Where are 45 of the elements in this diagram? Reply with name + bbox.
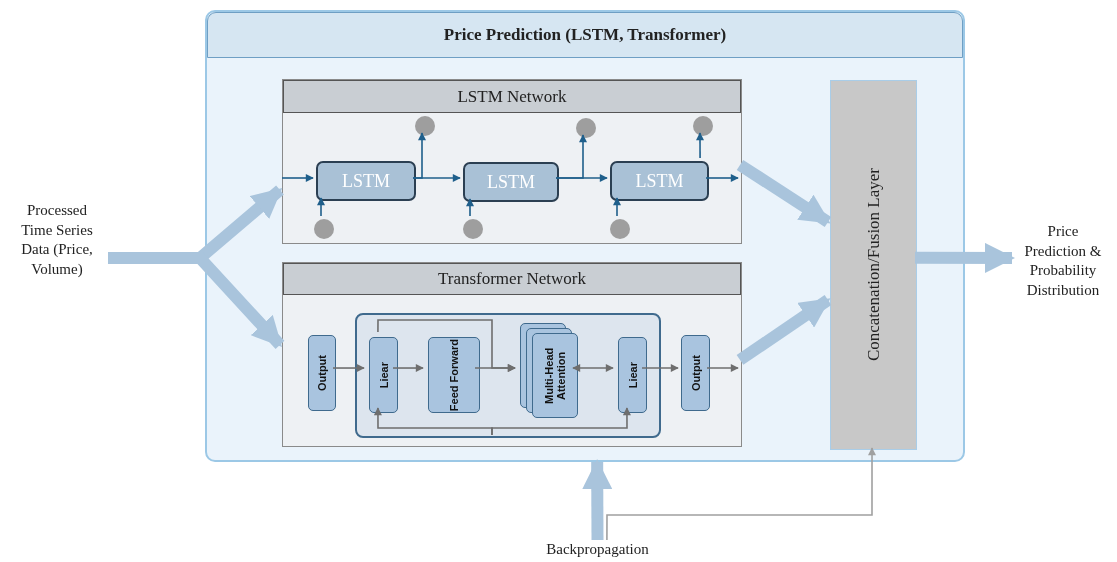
arrow: [412, 132, 426, 179]
panel-header: LSTM Network: [283, 80, 741, 113]
network-panel: [282, 79, 742, 244]
text-label: Price Prediction & Probability Distribution: [1012, 205, 1114, 317]
arrow: [696, 132, 704, 159]
arrow: [606, 447, 876, 541]
arrow: [466, 198, 474, 217]
arrow: [641, 364, 679, 372]
encoder-frame: [355, 313, 661, 438]
layer-block: Liear: [369, 337, 398, 413]
arrow: [705, 174, 739, 182]
layer-block: Output: [681, 335, 710, 411]
circle-node: [693, 116, 713, 136]
arrow: [281, 174, 314, 182]
flow-arrow: [736, 295, 832, 365]
flow-arrow: [582, 459, 613, 541]
arrow: [706, 364, 739, 372]
text-label: Backpropagation: [515, 540, 680, 560]
arrow: [332, 364, 365, 372]
panel-header: Transformer Network: [283, 263, 741, 295]
arrow: [377, 319, 516, 372]
lstm-cell: LSTM: [463, 162, 559, 202]
circle-node: [576, 118, 596, 138]
model-frame: [205, 10, 965, 462]
flow-arrow: [915, 242, 1015, 273]
circle-node: [610, 219, 630, 239]
layer-block: Liear: [618, 337, 647, 413]
frame-header: Price Prediction (LSTM, Transformer): [207, 12, 963, 58]
flow-arrow: [736, 159, 832, 227]
network-panel: [282, 262, 742, 447]
layer-block: Output: [308, 335, 336, 411]
arrow: [613, 197, 621, 217]
lstm-cell: LSTM: [316, 161, 416, 201]
lstm-cell: LSTM: [610, 161, 709, 201]
arrow: [392, 364, 424, 372]
fusion-layer-bar: Concatenation/Fusion Layer: [830, 80, 917, 450]
layer-block: Feed Forward: [428, 337, 480, 413]
circle-node: [314, 219, 334, 239]
arrow: [491, 407, 631, 436]
circle-node: [463, 219, 483, 239]
arrow: [572, 364, 614, 372]
arrow: [555, 134, 587, 179]
text-label: Processed Time Series Data (Price, Volume): [6, 178, 108, 302]
circle-node: [415, 116, 435, 136]
arrow: [317, 197, 325, 217]
